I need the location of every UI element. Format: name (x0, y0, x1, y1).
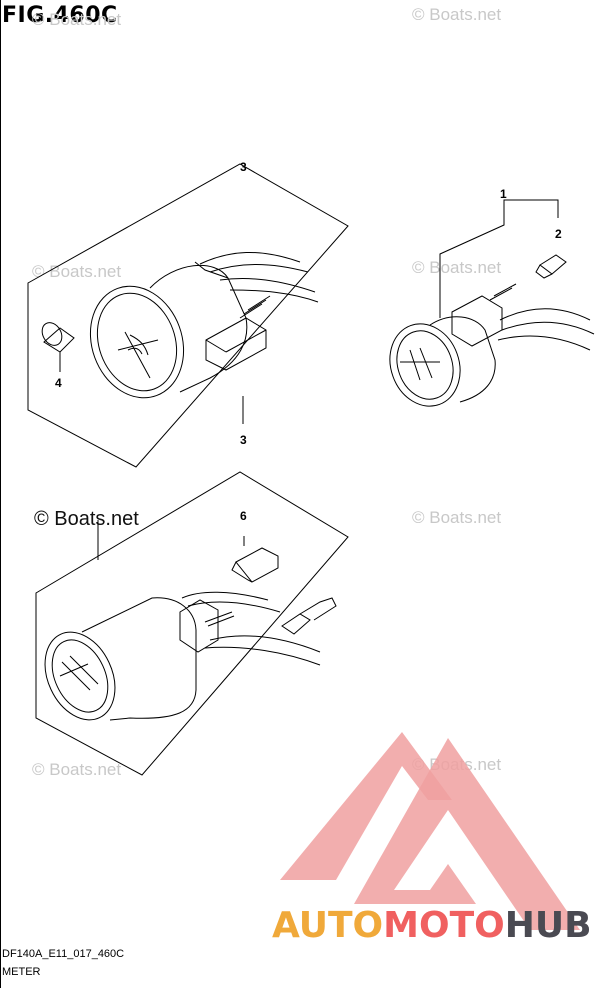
assembly-1-frame (439, 199, 559, 318)
figure-title: FIG.460C (2, 3, 118, 28)
callout-2: 2 (555, 227, 562, 241)
callout-3-top: 3 (240, 160, 247, 174)
watermark: © Boats.net (32, 10, 122, 29)
diagram-code: DF140A_E11_017_460C (2, 948, 125, 960)
watermark: © Boats.net (32, 760, 122, 779)
gauge-1 (389, 283, 595, 407)
callout-4: 4 (55, 376, 62, 390)
assembly-5-frame (35, 471, 349, 776)
watermark-dark: © Boats.net (34, 508, 139, 530)
diagram-name: METER (2, 966, 41, 978)
gauge-5 (44, 591, 321, 721)
assembly-3-frame (27, 163, 349, 468)
bulb-6 (231, 536, 279, 583)
watermark: © Boats.net (412, 508, 502, 527)
watermark: © Boats.net (412, 5, 502, 24)
callout-6: 6 (240, 509, 247, 523)
left-border-line (0, 0, 1, 988)
callout-1: 1 (500, 187, 507, 201)
callout-3: 3 (240, 433, 247, 447)
brand-wordmark: AUTOMOTOHUB (272, 905, 592, 946)
brand-logo-mark (280, 732, 580, 930)
watermark: © Boats.net (32, 262, 122, 281)
watermark: © Boats.net (412, 258, 502, 277)
bulb-2 (535, 254, 567, 279)
gauge-3 (89, 251, 319, 399)
connector (281, 597, 337, 635)
bulb-4 (41, 322, 75, 372)
